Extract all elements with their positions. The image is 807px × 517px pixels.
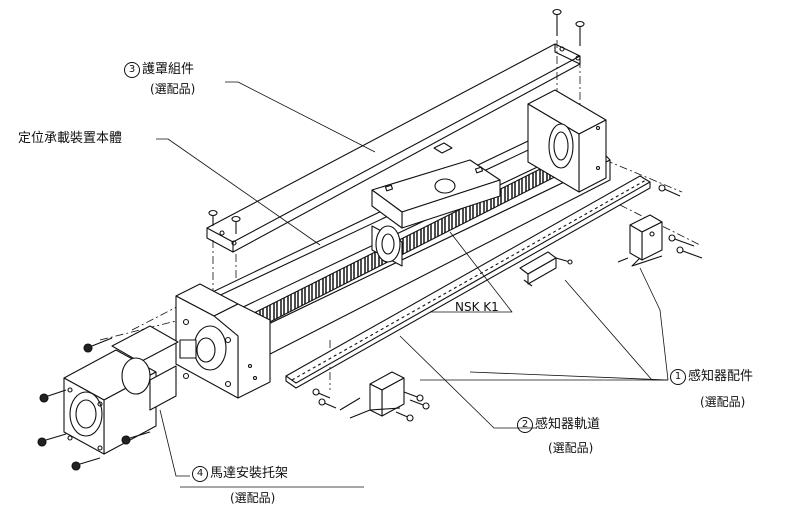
label-cover-note: (選配品) — [150, 82, 196, 96]
label-cover-name: 護罩組件 — [142, 62, 195, 77]
motor-bracket-screws — [37, 337, 151, 471]
label-sensor-rail-name: 感知器軌道 — [535, 417, 601, 432]
label-sensor-rail-note: (選配品) — [548, 441, 594, 455]
callout-number-2: 2 — [517, 417, 533, 433]
label-sensor-parts-note: (選配品) — [700, 395, 746, 409]
front-end-block — [175, 283, 271, 399]
motor-bracket — [63, 325, 179, 455]
sensor-rail — [285, 175, 651, 389]
carriage-table — [371, 142, 501, 267]
callout-number-3: 3 — [124, 62, 140, 78]
linear-actuator-body — [175, 89, 611, 399]
cover-screws — [208, 8, 585, 234]
label-nsk-k1: NSK K1 — [455, 300, 499, 314]
label-motor-bracket-name: 馬達安裝托架 — [210, 466, 289, 481]
callout-number-1: 1 — [670, 369, 686, 385]
label-sensor-parts-name: 感知器配件 — [688, 369, 754, 384]
rear-end-block — [527, 89, 607, 193]
sensor-bracket-bottom — [339, 371, 405, 419]
sensor-mid — [519, 251, 573, 287]
sensor-bracket-right — [617, 214, 663, 267]
label-motor-bracket-note: (選配品) — [230, 491, 276, 505]
label-body: 定位承載裝置本體 — [18, 131, 123, 146]
cover-plate — [206, 43, 581, 253]
callout-number-4: 4 — [192, 466, 208, 482]
sensor-screws-right — [658, 184, 703, 259]
sensor-screws-bottom — [312, 388, 430, 422]
